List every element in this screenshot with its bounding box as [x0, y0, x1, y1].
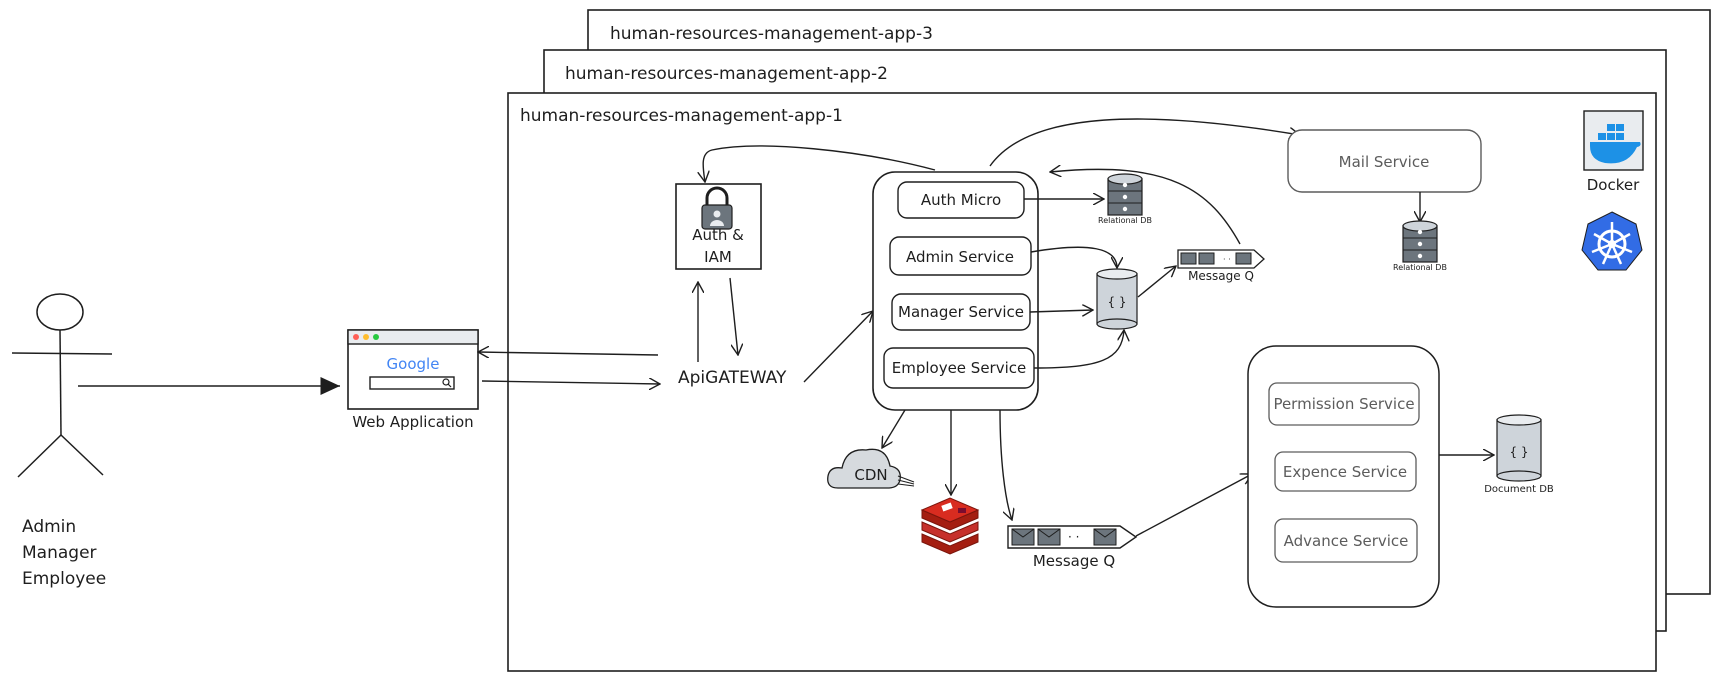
- message-queue-small-dots: · ·: [1223, 255, 1231, 264]
- json-db-services-symbol: { }: [1107, 295, 1126, 309]
- arrow-gateway-to-services: [803, 311, 873, 383]
- message-queue-large-label: Message Q: [1033, 552, 1115, 570]
- actor-role-employee: Employee: [22, 569, 106, 589]
- permission-service-label: Permission Service: [1273, 395, 1414, 413]
- api-gateway-label: ApiGATEWAY: [678, 368, 787, 388]
- arrow-services-to-mail: [989, 118, 1300, 167]
- relational-db-1: Relational DB: [1098, 173, 1152, 225]
- app-frame-2-title: human-resources-management-app-2: [565, 64, 888, 84]
- redis-cache-icon: [920, 497, 980, 555]
- manager-service: Manager Service: [891, 293, 1031, 331]
- docker-label: Docker: [1587, 176, 1640, 194]
- kubernetes-icon: [1581, 211, 1643, 271]
- arrow-manager-to-db: [1029, 310, 1093, 312]
- actor-figure: [11, 293, 113, 478]
- auth-micro-service: Auth Micro: [897, 181, 1025, 219]
- app-frame-3-title: human-resources-management-app-3: [610, 24, 933, 44]
- google-logo: Google: [387, 355, 440, 373]
- arrow-webapp-to-gateway: [481, 381, 660, 384]
- docker-icon: [1583, 110, 1644, 171]
- arrow-admin-to-db: [1030, 246, 1117, 268]
- document-db: { } Document DB: [1484, 414, 1554, 495]
- window-maximize-dot: [373, 334, 379, 340]
- arrow-queue-to-lower-group: [1135, 474, 1252, 537]
- arrow-gateway-to-webapp: [478, 352, 659, 355]
- browser-search-box: [369, 376, 455, 390]
- json-db-services: { }: [1096, 268, 1138, 330]
- relational-db-2: Relational DB: [1393, 220, 1447, 272]
- actor-role-manager: Manager: [22, 543, 97, 563]
- document-db-label: Document DB: [1484, 484, 1554, 495]
- employee-service-label: Employee Service: [892, 359, 1027, 377]
- arrow-db-to-queue: [1137, 266, 1176, 298]
- message-queue-large-dots: · ·: [1068, 530, 1079, 544]
- document-db-symbol: { }: [1509, 445, 1528, 459]
- admin-service-label: Admin Service: [906, 248, 1014, 266]
- window-minimize-dot: [363, 334, 369, 340]
- arrow-queue-to-services: [1050, 169, 1241, 245]
- window-close-dot: [353, 334, 359, 340]
- arrow-iam-to-gateway: [729, 277, 738, 355]
- advance-service-label: Advance Service: [1284, 532, 1409, 550]
- advance-service: Advance Service: [1274, 518, 1418, 563]
- web-app-browser: Google: [347, 329, 479, 410]
- mail-service-label: Mail Service: [1339, 153, 1430, 171]
- employee-service: Employee Service: [883, 347, 1035, 389]
- arrow-employee-to-db: [1033, 330, 1124, 369]
- expence-service-label: Expence Service: [1283, 463, 1407, 481]
- expence-service: Expence Service: [1274, 451, 1417, 492]
- lock-icon: [701, 186, 733, 230]
- relational-db-1-label: Relational DB: [1098, 216, 1152, 225]
- mail-service: Mail Service: [1287, 129, 1482, 193]
- arrow-services-to-iam: [703, 145, 936, 182]
- app-frame-1-title: human-resources-management-app-1: [520, 106, 843, 126]
- search-icon: [442, 378, 452, 388]
- arrow-services-to-queue: [999, 409, 1012, 520]
- cdn-cloud-icon: CDN: [827, 448, 915, 489]
- admin-service: Admin Service: [889, 236, 1032, 276]
- auth-iam-box: Auth & IAM: [675, 183, 762, 270]
- web-app-label: Web Application: [352, 413, 473, 431]
- message-queue-small: · · Message Q: [1177, 249, 1265, 283]
- arrow-services-to-cdn: [882, 409, 906, 448]
- message-queue-small-label: Message Q: [1188, 269, 1254, 283]
- permission-service: Permission Service: [1268, 382, 1420, 426]
- relational-db-2-label: Relational DB: [1393, 263, 1447, 272]
- cdn-label: CDN: [854, 466, 887, 484]
- manager-service-label: Manager Service: [898, 303, 1024, 321]
- actor-role-admin: Admin: [22, 517, 76, 537]
- auth-iam-line1: Auth &: [692, 226, 744, 244]
- auth-micro-label: Auth Micro: [921, 191, 1001, 209]
- message-queue-large: · · Message Q: [1007, 525, 1138, 570]
- auth-iam-line2: IAM: [704, 248, 732, 266]
